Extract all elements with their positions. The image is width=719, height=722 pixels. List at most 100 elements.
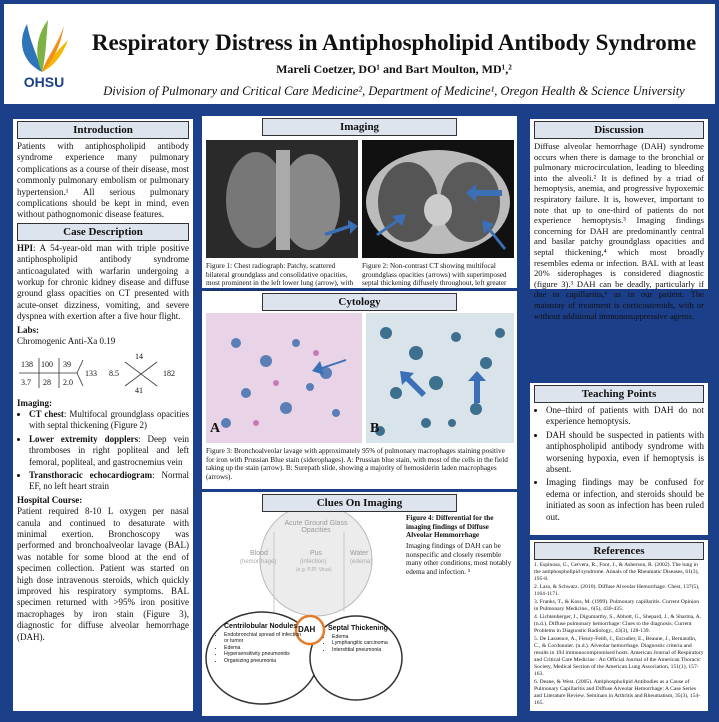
lab-co2: 28 [43, 377, 51, 387]
imaging-item-text: : Multifocal groundglass opacities with … [29, 408, 189, 431]
teaching-panel: Teaching Points One–third of patients wi… [530, 383, 708, 535]
figure-4-title: Figure 4: Differential for the imaging f… [406, 514, 494, 540]
imaging-item-label: CT chest [29, 408, 64, 419]
intro-text: Patients with antiphospholipid antibody … [13, 141, 193, 221]
acute-ggo-label: Acute Ground Glass Opacities [284, 520, 348, 534]
intro-heading: Introduction [17, 121, 189, 139]
reference-item: 4. Lichtenberger, J., Digumarthy, S., Ab… [534, 614, 702, 634]
arrow-icon [376, 214, 406, 236]
lab-diagram-lines [19, 357, 158, 388]
teaching-item: One–third of patients with DAH do not ex… [546, 405, 704, 428]
references-heading: References [534, 542, 704, 560]
imaging-item-doppler: Lower extremity dopplers: Deep vein thro… [29, 434, 189, 468]
lab-cl: 100 [41, 359, 53, 369]
lab-k: 3.7 [21, 377, 31, 387]
blood-sub-label: (hemorrhage) [240, 559, 277, 565]
reference-item: 2. Lara, & Schwarz. (2010). Diffuse Alve… [534, 584, 700, 597]
water-sub-label: (edema) [350, 559, 373, 565]
lab-diagram: 138 100 39 133 3.7 28 2.0 8.5 14 182 41 [17, 350, 189, 396]
poster-title: Respiratory Distress in Antiphospholipid… [91, 30, 697, 55]
panel-b-label: B [370, 421, 380, 436]
pus-sub-label: (infection) [300, 559, 327, 565]
centrilobular-item: Edema [224, 645, 302, 651]
cytology-heading: Cytology [262, 293, 457, 311]
surepath-slide-image [366, 313, 514, 443]
lab-plt: 182 [163, 368, 175, 378]
teaching-item: DAH should be suspected in patients with… [546, 430, 704, 476]
course-label: Hospital Course: [17, 494, 83, 505]
teaching-heading: Teaching Points [534, 385, 704, 403]
center-column: Imaging Figure 1: Chest radiograph: Patc… [202, 116, 517, 716]
prussian-blue-stain-image [206, 313, 362, 443]
figure-3-caption: Figure 3: Bronchoalveolar lavage with ap… [206, 447, 508, 481]
discussion-text: Diffuse alveolar hemorrhage (DAH) syndro… [530, 141, 708, 321]
imaging-heading: Imaging [262, 118, 457, 136]
arrow-icon [468, 371, 486, 403]
poster-header: OHSU Respiratory Distress in Antiphospho… [4, 4, 715, 104]
teaching-list: One–third of patients with DAH do not ex… [534, 405, 704, 523]
imaging-item-ct: CT chest: Multifocal groundglass opaciti… [29, 409, 189, 432]
figure-4-text: Imaging findings of DAH can be nonspecif… [406, 542, 512, 576]
blood-label: Blood [250, 550, 268, 557]
imaging-item-text: : Deep vein thromboses in right poplitea… [29, 433, 190, 467]
discussion-heading: Discussion [534, 121, 704, 139]
references-list: 1. Espinosa, G., Cervera, R., Font, J., … [530, 562, 708, 707]
lab-hgb: 8.5 [109, 368, 119, 378]
centrilobular-item: Hypersensitivity pneumonitis [224, 651, 302, 657]
lab-wbc: 14 [135, 351, 143, 361]
teaching-item: Imaging findings may be confused for ede… [546, 477, 704, 523]
hpi-label: HPI [17, 242, 34, 253]
lab-bun: 39 [63, 359, 71, 369]
reference-item: 3. Franks, T., & Koss, M. (1999). Pulmon… [534, 599, 700, 612]
lab-na: 138 [21, 359, 33, 369]
references-panel: References 1. Espinosa, G., Cervera, R.,… [530, 540, 708, 711]
hpi-paragraph: HPI: A 54-year-old man with triple posit… [17, 243, 189, 323]
anti-xa: Chromogenic Anti-Xa 0.19 [17, 336, 116, 347]
case-heading: Case Description [17, 222, 189, 241]
centrilobular-item: Organizing pneumonia [224, 658, 302, 664]
arrow-icon [400, 371, 426, 397]
water-label: Water [350, 550, 369, 557]
arrow-icon [482, 220, 506, 250]
septal-item: Edema [332, 634, 404, 640]
lab-glu: 133 [85, 368, 97, 378]
pus-label: Pus [310, 550, 323, 557]
imaging-item-text: : Normal EF, no left heart strain [29, 469, 189, 492]
cytology-panel: Cytology A B Figure 3: Bronchoalveo [202, 291, 517, 489]
septal-item: Lymphangitic carcinoma [332, 640, 404, 646]
discussion-panel: Discussion Diffuse alveolar hemorrhage (… [530, 119, 708, 321]
reference-item: 1. Espinosa, G., Cervera, R., Font, J., … [534, 562, 699, 582]
venn-diagram [205, 512, 403, 705]
dah-label: DAH [298, 625, 316, 634]
intro-paragraph: Patients with antiphospholipid antibody … [17, 141, 189, 220]
left-column: Introduction Patients with antiphospholi… [13, 119, 193, 711]
arrow-icon [324, 220, 358, 236]
centrilobular-label: Centrilobular Nodules [224, 623, 298, 630]
logo-text: OHSU [23, 74, 65, 90]
centrilobular-list: Endobronchial spread of infection or tum… [216, 632, 302, 664]
course-text: Patient required 8-10 L oxygen per nasal… [17, 506, 189, 642]
septal-list: Edema Lymphangitic carcinoma Interstitia… [324, 634, 404, 653]
arrow-icon [312, 359, 346, 375]
ct-scan-image [362, 140, 514, 258]
arrow-icon [466, 184, 502, 202]
centrilobular-item: Endobronchial spread of infection or tum… [224, 632, 302, 645]
imaging-item-label: Transthoracic echocardiogram [29, 469, 153, 480]
ohsu-logo-icon [22, 20, 68, 72]
imaging-list: CT chest: Multifocal groundglass opaciti… [17, 409, 189, 493]
reference-item: 6. Deane, & West. (2005). Antiphospholip… [534, 679, 701, 706]
poster-authors: Mareli Coetzer, DO¹ and Bart Moulton, MD… [276, 62, 512, 76]
clues-heading: Clues On Imaging [262, 494, 457, 512]
imaging-label: Imaging: [17, 397, 53, 408]
clues-panel: Clues On Imaging Acute Ground Glass Opac… [202, 492, 517, 716]
imaging-item-label: Lower extremity dopplers [29, 433, 139, 444]
labs-label: Labs: [17, 324, 40, 335]
chest-radiograph-image [206, 140, 358, 258]
teaching-text: One–third of patients with DAH do not ex… [530, 405, 708, 523]
reference-item: 5. De Lassence, A., Fleury-Feith, J., Es… [534, 636, 704, 677]
panel-a-label: A [210, 421, 221, 436]
lab-hct: 41 [135, 385, 143, 395]
hpi-text: : A 54-year-old man with triple positive… [17, 242, 189, 322]
septal-item: Interstitial pneumonia [332, 647, 404, 653]
lab-cr: 2.0 [63, 377, 73, 387]
